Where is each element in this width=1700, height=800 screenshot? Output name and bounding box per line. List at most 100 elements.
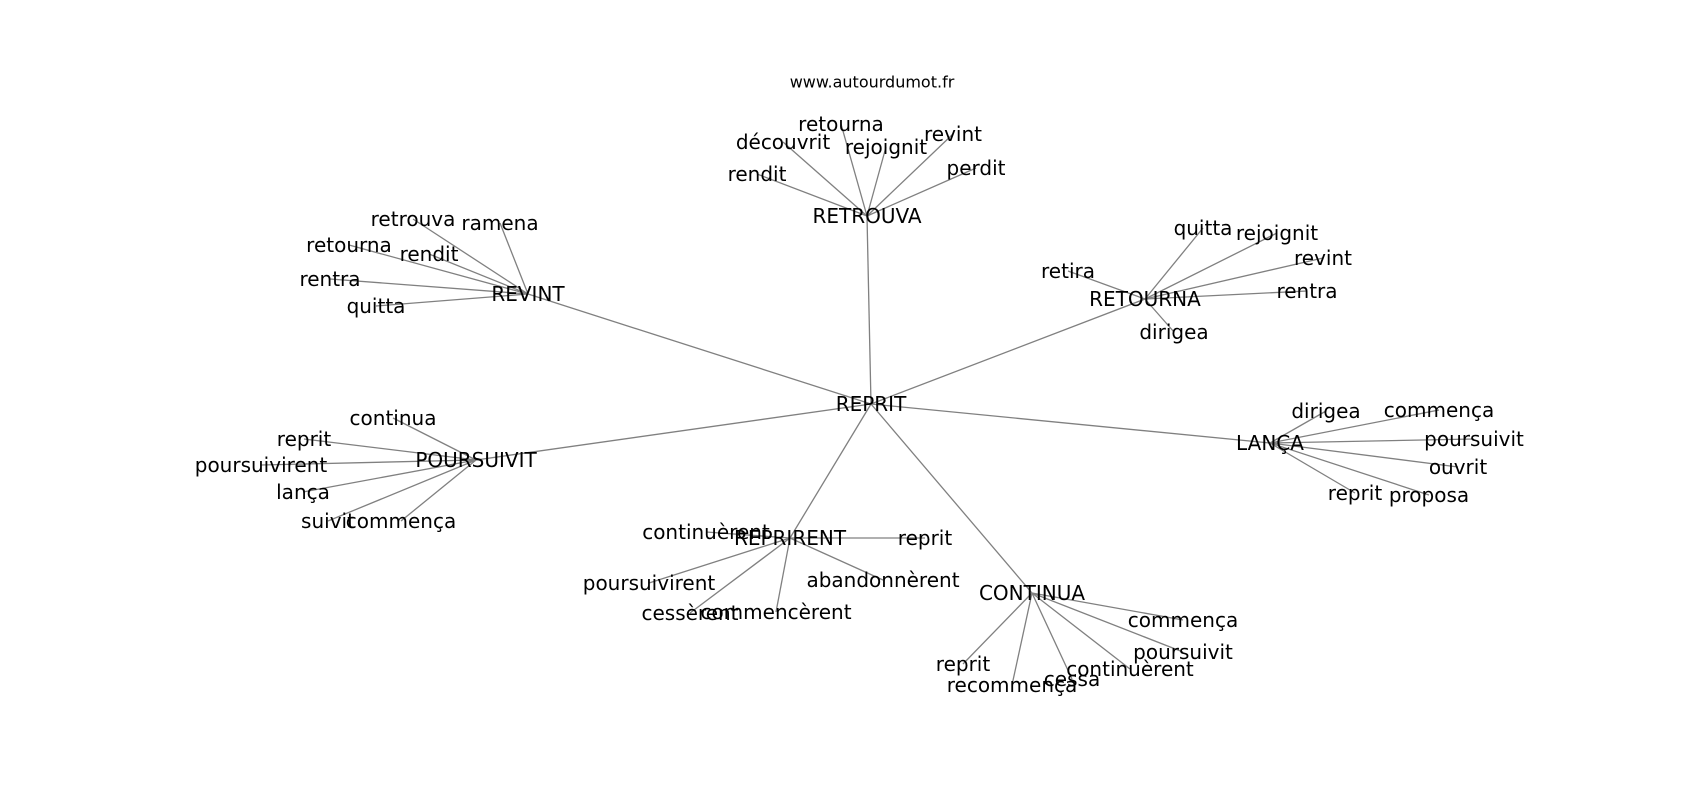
- edge-lanca-poursuivit: [1269, 438, 1475, 444]
- edge-retourna-quitta: [1144, 227, 1204, 300]
- leaf-node-revint-rentra[interactable]: rentra: [299, 267, 360, 291]
- hub-node-poursuivit[interactable]: POURSUIVIT: [415, 448, 537, 472]
- leaf-node-retourna-rejoignit[interactable]: rejoignit: [1236, 221, 1318, 245]
- edge-retourna-retira: [1067, 270, 1146, 300]
- leaf-node-poursuivit-commenca[interactable]: commença: [346, 509, 456, 533]
- leaf-node-lanca-commenca[interactable]: commença: [1384, 398, 1494, 422]
- site-url-label[interactable]: www.autourdumot.fr: [790, 73, 955, 92]
- leaf-node-lanca-ouvrit[interactable]: ouvrit: [1429, 455, 1488, 479]
- edge-retourna-revint: [1144, 257, 1324, 300]
- edge-lanca-dirigea: [1269, 410, 1327, 444]
- leaf-node-retourna-quitta[interactable]: quitta: [1174, 216, 1233, 240]
- edge-retrouva-revint: [866, 133, 954, 217]
- leaf-node-revint-ramena[interactable]: ramena: [461, 211, 538, 235]
- edge-reprirent-continuerent: [705, 531, 791, 539]
- edge-retrouva-perdit: [866, 167, 977, 217]
- leaf-node-revint-rendit[interactable]: rendit: [400, 242, 459, 266]
- edge-reprirent-commencerent: [775, 537, 791, 613]
- leaf-node-reprirent-cesserent[interactable]: cessèrent: [641, 601, 738, 625]
- leaf-node-reprirent-abandonnerent[interactable]: abandonnèrent: [806, 568, 959, 592]
- edge-lanca-reprit: [1269, 442, 1356, 494]
- edge-root-poursuivit: [475, 403, 872, 461]
- leaf-node-continua-reprit[interactable]: reprit: [936, 652, 991, 676]
- edge-lanca-proposa: [1269, 442, 1430, 496]
- leaf-node-poursuivit-reprit[interactable]: reprit: [277, 427, 332, 451]
- hub-node-retrouva[interactable]: RETROUVA: [812, 204, 921, 228]
- edge-continua-recommenca: [1011, 592, 1033, 686]
- edge-revint-quitta: [375, 293, 529, 307]
- leaf-node-retrouva-decouvrit[interactable]: découvrit: [736, 130, 831, 154]
- edge-continua-continuerent: [1031, 592, 1131, 670]
- edge-root-retourna: [870, 298, 1146, 405]
- edge-retrouva-decouvrit: [782, 141, 868, 217]
- leaf-node-continua-recommenca[interactable]: recommença: [947, 673, 1078, 697]
- leaf-node-continua-poursuivit[interactable]: poursuivit: [1133, 640, 1233, 664]
- hub-node-lanca[interactable]: LANÇA: [1236, 431, 1304, 455]
- edge-retrouva-rejoignit: [866, 146, 887, 217]
- hub-node-revint[interactable]: REVINT: [491, 282, 565, 306]
- leaf-node-poursuivit-suivit[interactable]: suivit: [301, 509, 355, 533]
- leaf-node-lanca-proposa[interactable]: proposa: [1389, 483, 1469, 507]
- leaf-node-poursuivit-continua[interactable]: continua: [350, 406, 437, 430]
- hub-node-retourna[interactable]: RETOURNA: [1089, 287, 1201, 311]
- edge-lanca-ouvrit: [1269, 442, 1459, 468]
- edge-retrouva-rendit: [756, 173, 868, 217]
- root-node-reprit[interactable]: REPRIT: [836, 392, 907, 416]
- edge-retourna-rejoignit: [1144, 232, 1278, 300]
- leaf-node-retourna-rentra[interactable]: rentra: [1276, 279, 1337, 303]
- edge-retourna-rentra: [1144, 290, 1308, 300]
- edge-root-reprirent: [789, 403, 872, 539]
- edge-poursuivit-reprit: [303, 438, 477, 461]
- leaf-node-lanca-dirigea[interactable]: dirigea: [1291, 399, 1360, 423]
- edge-reprirent-abandonnerent: [789, 537, 884, 581]
- leaf-node-retrouva-rendit[interactable]: rendit: [728, 162, 787, 186]
- leaf-node-revint-retourna[interactable]: retourna: [306, 233, 392, 257]
- leaf-node-lanca-reprit[interactable]: reprit: [1328, 481, 1383, 505]
- leaf-node-reprirent-commencerent[interactable]: commencèrent: [700, 600, 851, 624]
- leaf-node-retrouva-perdit[interactable]: perdit: [947, 156, 1006, 180]
- leaf-node-poursuivit-lanca[interactable]: lança: [276, 480, 330, 504]
- leaf-node-continua-cessa[interactable]: cessa: [1044, 667, 1100, 691]
- leaf-node-retrouva-revint[interactable]: revint: [924, 122, 982, 146]
- edge-root-lanca: [870, 403, 1271, 444]
- hub-node-reprirent[interactable]: REPRIRENT: [734, 526, 847, 550]
- graph-edges: [260, 123, 1475, 686]
- edge-root-revint: [527, 293, 872, 405]
- edge-revint-ramena: [499, 222, 529, 295]
- edge-root-retrouva: [866, 215, 872, 405]
- leaf-node-retourna-retira[interactable]: retira: [1041, 259, 1095, 283]
- leaf-node-reprirent-reprit[interactable]: reprit: [898, 526, 953, 550]
- leaf-node-retourna-dirigea[interactable]: dirigea: [1139, 320, 1208, 344]
- graph-labels: www.autourdumot.fr REPRIT RETROUVA découvr…: [195, 73, 1524, 698]
- edge-poursuivit-commenca: [400, 459, 477, 522]
- edge-reprirent-cesserent: [689, 537, 791, 614]
- edge-revint-rendit: [428, 253, 529, 295]
- edge-retrouva-retourna: [840, 123, 868, 217]
- edge-revint-retourna: [348, 244, 529, 295]
- edge-poursuivit-lanca: [302, 459, 477, 493]
- edge-revint-rentra: [329, 278, 529, 295]
- leaf-node-retrouva-rejoignit[interactable]: rejoignit: [845, 135, 927, 159]
- edge-poursuivit-suivit: [327, 459, 477, 522]
- leaf-node-poursuivit-poursuivirent[interactable]: poursuivirent: [195, 453, 328, 477]
- leaf-node-reprirent-continuerent[interactable]: continuèrent: [642, 520, 770, 544]
- edge-continua-poursuivit: [1031, 592, 1184, 653]
- edge-lanca-commenca: [1269, 409, 1440, 444]
- edge-root-continua: [870, 403, 1033, 594]
- edge-poursuivit-poursuivirent: [260, 459, 477, 466]
- leaf-node-continua-continuerent[interactable]: continuèrent: [1066, 657, 1194, 681]
- edge-reprirent-poursuivirent: [648, 537, 791, 584]
- edge-continua-commenca: [1031, 592, 1184, 621]
- leaf-node-retourna-revint[interactable]: revint: [1294, 246, 1352, 270]
- leaf-node-lanca-poursuivit[interactable]: poursuivit: [1424, 427, 1524, 451]
- hub-node-continua[interactable]: CONTINUA: [979, 581, 1085, 605]
- leaf-node-continua-commenca[interactable]: commença: [1128, 608, 1238, 632]
- edge-poursuivit-continua: [392, 417, 477, 461]
- edge-revint-retrouva: [412, 218, 529, 295]
- leaf-node-revint-retrouva[interactable]: retrouva: [371, 207, 456, 231]
- leaf-node-retrouva-retourna[interactable]: retourna: [798, 112, 884, 136]
- leaf-node-reprirent-poursuivirent[interactable]: poursuivirent: [583, 571, 716, 595]
- edge-continua-cessa: [1031, 592, 1073, 680]
- leaf-node-revint-quitta[interactable]: quitta: [347, 294, 406, 318]
